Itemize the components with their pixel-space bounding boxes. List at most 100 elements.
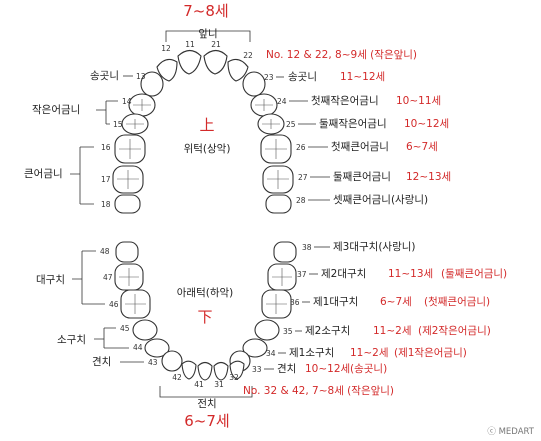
tooth-31 (213, 361, 229, 381)
tooth-42 (181, 360, 197, 380)
lower-right-note-36: (첫째큰어금니) (424, 296, 490, 308)
tooth-number-27: 27 (298, 173, 308, 182)
tooth-number-28: 28 (296, 196, 306, 205)
lower-right-label-37: 제2대구치 (321, 268, 366, 280)
upper-left-canine-label: 송곳니 (90, 70, 119, 82)
lower-right-note-37: (둘째큰어금니) (441, 268, 507, 280)
lower-right-label-38: 제3대구치(사랑니) (333, 241, 416, 253)
tooth-18 (114, 194, 141, 214)
tooth-38 (273, 241, 297, 263)
upper-arch-label: 위턱(상악) (184, 142, 231, 155)
tooth-number-43: 43 (148, 358, 158, 367)
tooth-32 (229, 360, 245, 380)
tooth-number-32: 32 (229, 373, 239, 382)
tooth-number-38: 38 (302, 243, 312, 252)
tooth-number-14: 14 (122, 97, 132, 106)
tooth-number-21: 21 (211, 40, 221, 49)
tooth-22 (227, 58, 249, 82)
tooth-number-26: 26 (296, 143, 306, 152)
tooth-number-31: 31 (214, 380, 224, 389)
tooth-15-cusps (126, 119, 144, 129)
tooth-17-cusps (117, 170, 139, 189)
lower-left-premolar-label: 소구치 (57, 334, 86, 346)
tooth-number-41: 41 (194, 380, 204, 389)
tooth-number-15: 15 (113, 120, 123, 129)
tooth-25-cusps (262, 119, 280, 129)
upper-right-age-26: 6~7세 (406, 141, 438, 153)
upper-incisor-group-label: 앞니 (198, 28, 217, 40)
tooth-number-22: 22 (243, 51, 253, 60)
lower-eruption-age: 6~7세 (184, 412, 229, 430)
tooth-number-46: 46 (109, 300, 119, 309)
tooth-34 (242, 338, 268, 358)
tooth-26-cusps (265, 139, 287, 159)
tooth-12 (156, 58, 178, 82)
upper-left-big-molar-bracket (70, 146, 94, 205)
tooth-11 (177, 49, 202, 75)
upper-arch-char: 上 (199, 116, 214, 134)
tooth-13 (140, 71, 164, 97)
upper-right-label-24: 첫째작은어금니 (311, 95, 379, 107)
upper-right-age-25: 10~12세 (404, 118, 449, 130)
lower-left-molar-bracket (72, 250, 105, 305)
upper-right-age-23: 11~12세 (340, 71, 385, 83)
tooth-45 (132, 319, 158, 341)
lower-arch-char: 下 (197, 308, 212, 326)
tooth-37-cusps (272, 268, 292, 286)
tooth-27-cusps (267, 170, 289, 189)
tooth-number-16: 16 (101, 143, 111, 152)
upper-left-small-molar-label: 작은어금니 (32, 104, 80, 116)
watermark: ⓒ MEDART (487, 427, 534, 437)
lower-right-note-33: (송곳니) (350, 363, 387, 375)
tooth-number-45: 45 (120, 324, 130, 333)
tooth-number-48: 48 (100, 247, 110, 256)
tooth-36-cusps (266, 294, 287, 314)
tooth-number-44: 44 (133, 343, 143, 352)
lower-right-label-34: 제1소구치 (289, 347, 334, 359)
upper-left-big-molar-label: 큰어금니 (24, 168, 63, 180)
tooth-number-33: 33 (252, 365, 262, 374)
tooth-46-cusps (125, 294, 146, 314)
tooth-number-25: 25 (286, 120, 296, 129)
tooth-number-18: 18 (101, 200, 111, 209)
lower-left-premolar-bracket (94, 327, 129, 349)
lower-left-canine-label: 견치 (92, 356, 111, 368)
tooth-43 (161, 350, 183, 372)
lower-arch-label: 아래턱(하악) (177, 286, 234, 299)
tooth-48 (115, 241, 139, 263)
upper-right-label-25: 둘째작은어금니 (319, 118, 387, 130)
lower-right-label-36: 제1대구치 (313, 296, 358, 308)
lower-incisor-group-label: 전치 (197, 398, 216, 410)
tooth-23 (242, 71, 266, 97)
tooth-47-cusps (119, 268, 139, 286)
lower-right-note-34: (제1작은어금니) (394, 347, 467, 359)
upper-right-label-28: 셋째큰어금니(사랑니) (333, 194, 428, 206)
tooth-35 (254, 319, 280, 341)
lower-right-age-36: 6~7세 (380, 296, 412, 308)
tooth-number-47: 47 (103, 273, 113, 282)
lower-right-age-35: 11~2세 (373, 325, 412, 337)
lower-right-age-33: 10~12세 (305, 363, 350, 375)
lower-incisor-note: No. 32 & 42, 7~8세 (작은앞니) (243, 385, 394, 397)
tooth-number-34: 34 (266, 349, 276, 358)
tooth-44 (144, 338, 170, 358)
tooth-21 (203, 49, 228, 75)
tooth-number-42: 42 (172, 373, 182, 382)
tooth-28 (265, 194, 292, 214)
tooth-number-36: 36 (290, 298, 300, 307)
upper-right-label-23: 송곳니 (288, 71, 317, 83)
upper-left-small-molar-bracket (96, 100, 118, 125)
tooth-number-17: 17 (101, 175, 111, 184)
tooth-number-24: 24 (277, 97, 287, 106)
lower-right-label-33: 견치 (277, 363, 296, 375)
tooth-41 (197, 361, 213, 381)
lower-right-note-35: (제2작은어금니) (418, 325, 491, 337)
lower-right-label-35: 제2소구치 (305, 325, 350, 337)
tooth-number-13: 13 (136, 72, 146, 81)
lower-incisor-bracket (159, 386, 253, 398)
upper-eruption-age: 7~8세 (183, 2, 228, 20)
upper-right-label-27: 둘째큰어금니 (333, 171, 391, 183)
upper-right-age-27: 12~13세 (406, 171, 451, 183)
upper-right-label-26: 첫째큰어금니 (331, 141, 389, 153)
